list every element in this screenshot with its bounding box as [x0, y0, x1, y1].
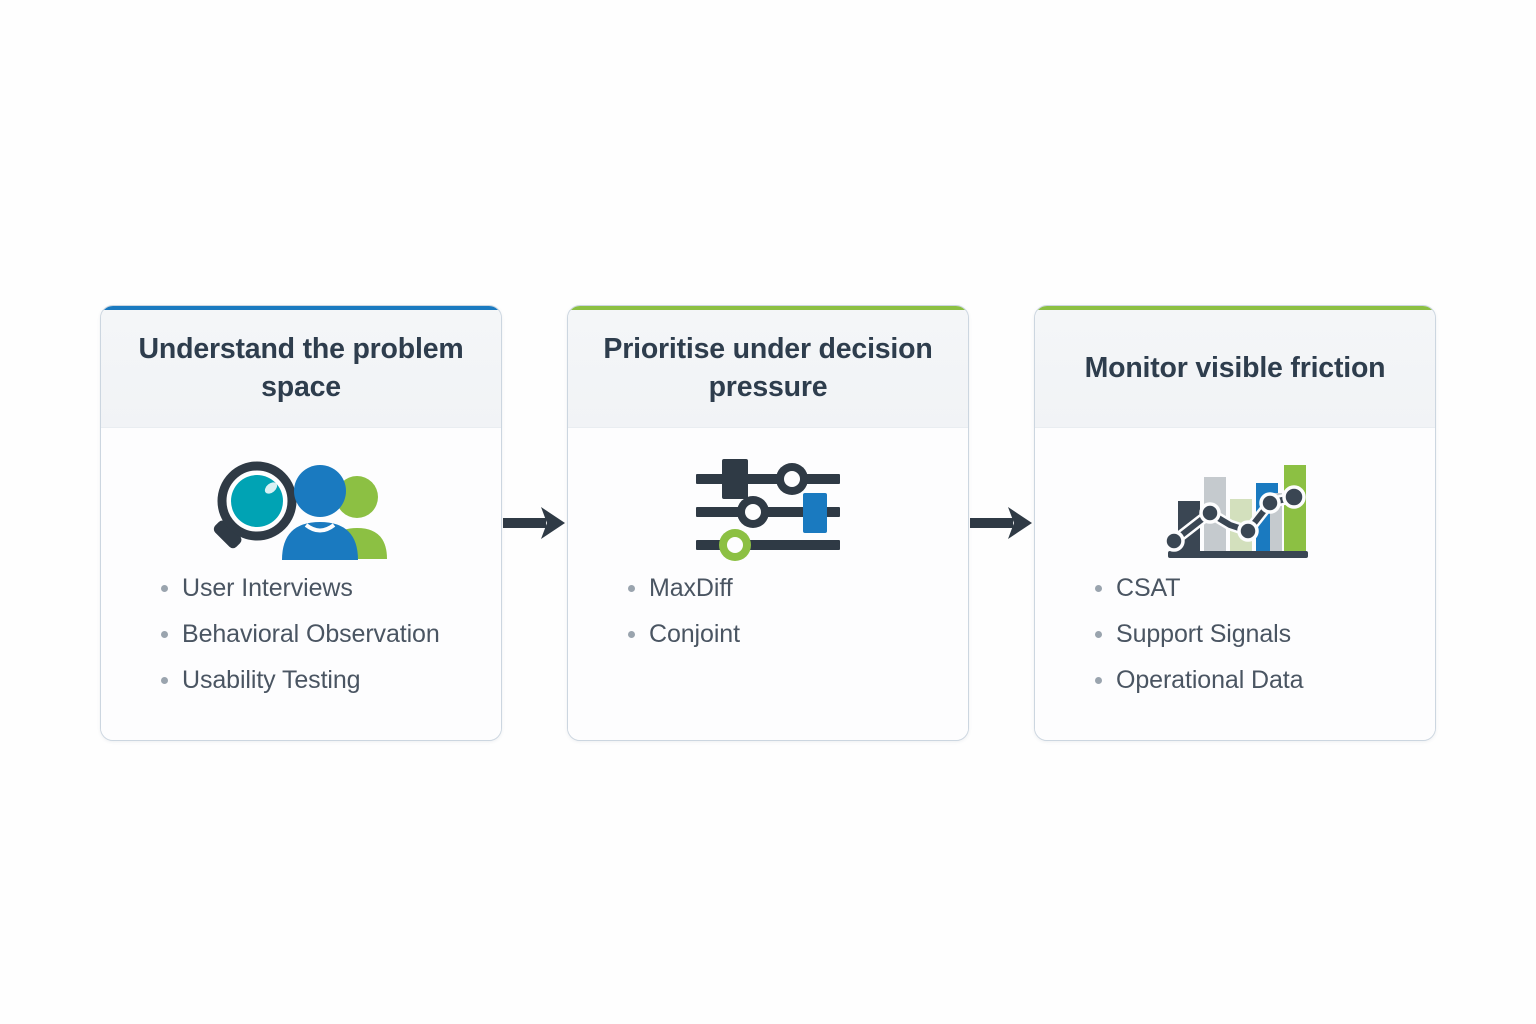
- bullet-icon: [161, 631, 168, 638]
- card-item-list: User Interviews Behavioral Observation U…: [101, 576, 501, 714]
- list-item-label: Support Signals: [1116, 620, 1292, 648]
- magnifier-people-icon: [211, 450, 391, 568]
- process-flow: Understand the problem space: [100, 305, 1436, 741]
- card-header: Understand the problem space: [101, 310, 501, 428]
- card-item-list: CSAT Support Signals Operational Data: [1035, 576, 1435, 714]
- list-item: Behavioral Observation: [161, 622, 501, 647]
- list-item: Support Signals: [1095, 622, 1435, 647]
- card-item-list: MaxDiff Conjoint: [568, 576, 968, 668]
- list-item-label: User Interviews: [182, 574, 353, 602]
- list-item-label: MaxDiff: [649, 574, 733, 602]
- card-header: Monitor visible friction: [1035, 310, 1435, 428]
- list-item: CSAT: [1095, 576, 1435, 601]
- bar-line-chart-icon: [1160, 450, 1310, 568]
- list-item: User Interviews: [161, 576, 501, 601]
- bullet-icon: [161, 677, 168, 684]
- list-item-label: Operational Data: [1116, 666, 1304, 694]
- card-monitor-visible-friction[interactable]: Monitor visible friction: [1034, 305, 1436, 741]
- list-item-label: Usability Testing: [182, 666, 361, 694]
- list-item-label: Conjoint: [649, 620, 740, 648]
- bullet-icon: [1095, 677, 1102, 684]
- card-accent-bar: [101, 306, 501, 310]
- card-header: Prioritise under decision pressure: [568, 310, 968, 428]
- card-title: Understand the problem space: [138, 332, 464, 403]
- card-prioritise-decision-pressure[interactable]: Prioritise under decision pressure: [567, 305, 969, 741]
- card-accent-bar: [568, 306, 968, 310]
- card-understand-problem-space[interactable]: Understand the problem space: [100, 305, 502, 741]
- list-item-label: Behavioral Observation: [182, 620, 440, 648]
- card-body: CSAT Support Signals Operational Data: [1035, 428, 1435, 740]
- bullet-icon: [161, 585, 168, 592]
- card-accent-bar: [1035, 306, 1435, 310]
- card-body: MaxDiff Conjoint: [568, 428, 968, 740]
- list-item-label: CSAT: [1116, 574, 1181, 602]
- list-item: Operational Data: [1095, 668, 1435, 693]
- bullet-icon: [628, 631, 635, 638]
- bullet-icon: [1095, 585, 1102, 592]
- bullet-icon: [1095, 631, 1102, 638]
- sliders-icon: [692, 450, 844, 568]
- list-item: Conjoint: [628, 622, 968, 647]
- card-title: Prioritise under decision pressure: [603, 332, 933, 403]
- card-title: Monitor visible friction: [1084, 351, 1386, 384]
- arrow-2-icon: [970, 305, 1033, 741]
- list-item: MaxDiff: [628, 576, 968, 601]
- bullet-icon: [628, 585, 635, 592]
- arrow-1-icon: [503, 305, 566, 741]
- card-body: User Interviews Behavioral Observation U…: [101, 428, 501, 740]
- list-item: Usability Testing: [161, 668, 501, 693]
